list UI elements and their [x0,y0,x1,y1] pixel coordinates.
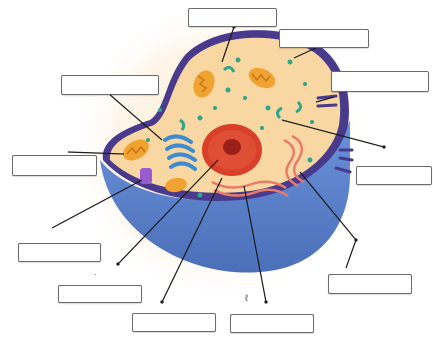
label-box-bottom-right[interactable] [328,274,412,294]
label-box-right-2[interactable] [356,166,432,185]
nucleolus [223,139,241,155]
label-box-left-mid[interactable] [12,155,97,176]
label-box-bottom-left[interactable] [58,285,142,303]
label-box-bottom-center-left[interactable] [132,313,216,332]
label-box-left-lower[interactable] [18,243,101,262]
label-box-upper-right[interactable] [279,29,369,48]
label-box-top[interactable] [188,8,277,27]
lysosome [140,168,152,184]
label-box-right-1[interactable] [331,71,429,92]
nucleus [202,124,262,176]
stray-mark-1: · [94,270,97,279]
label-box-bottom-center-right[interactable] [230,314,314,333]
label-box-left-top[interactable] [61,75,159,95]
